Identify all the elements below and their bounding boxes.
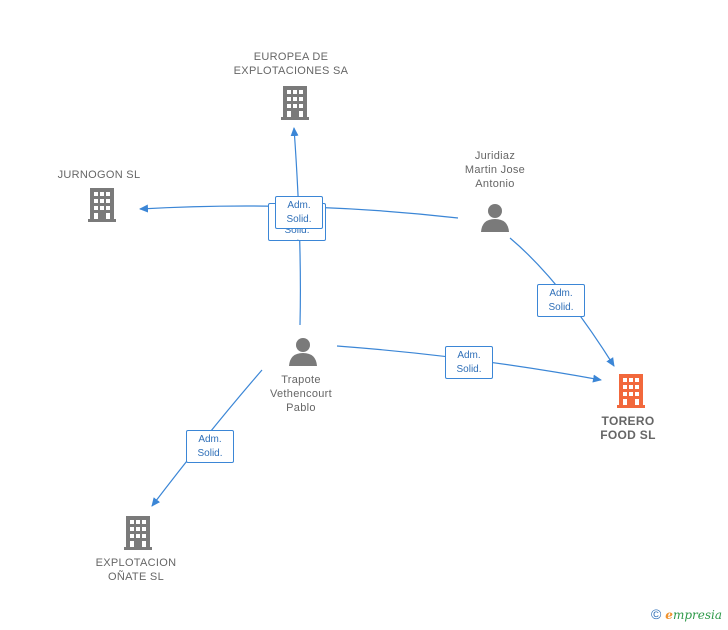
node-label-torero[interactable]: TORERO FOOD SL [600,414,656,442]
building-icon [124,516,152,550]
person-icon [481,204,509,232]
edge-label-stacked-front[interactable]: Adm. Solid. [275,196,323,229]
edge-label-trapote-torero[interactable]: Adm. Solid. [445,346,493,379]
node-label-juridiaz[interactable]: Juridiaz Martin Jose Antonio [464,150,526,190]
building-icon [88,188,116,222]
node-label-europea[interactable]: EUROPEA DE EXPLOTACIONES SA [233,51,349,77]
node-label-trapote[interactable]: Trapote Vethencourt Pablo [269,374,332,414]
edge-label-trapote-explotacion[interactable]: Adm. Solid. [186,430,234,463]
brand-logo-initial: e [665,608,673,622]
node-label-explotacion[interactable]: EXPLOTACION OÑATE SL [95,557,177,583]
brand-footer: ©empresia [651,606,722,622]
node-label-jurnogon[interactable]: JURNOGON SL [57,169,141,181]
copyright-icon: © [650,606,662,622]
person-icon [289,338,317,366]
brand-logo-text: mpresia [672,608,722,622]
edge-label-juridiaz-torero[interactable]: Adm. Solid. [537,284,585,317]
building-icon-main [617,374,645,408]
building-icon [281,86,309,120]
